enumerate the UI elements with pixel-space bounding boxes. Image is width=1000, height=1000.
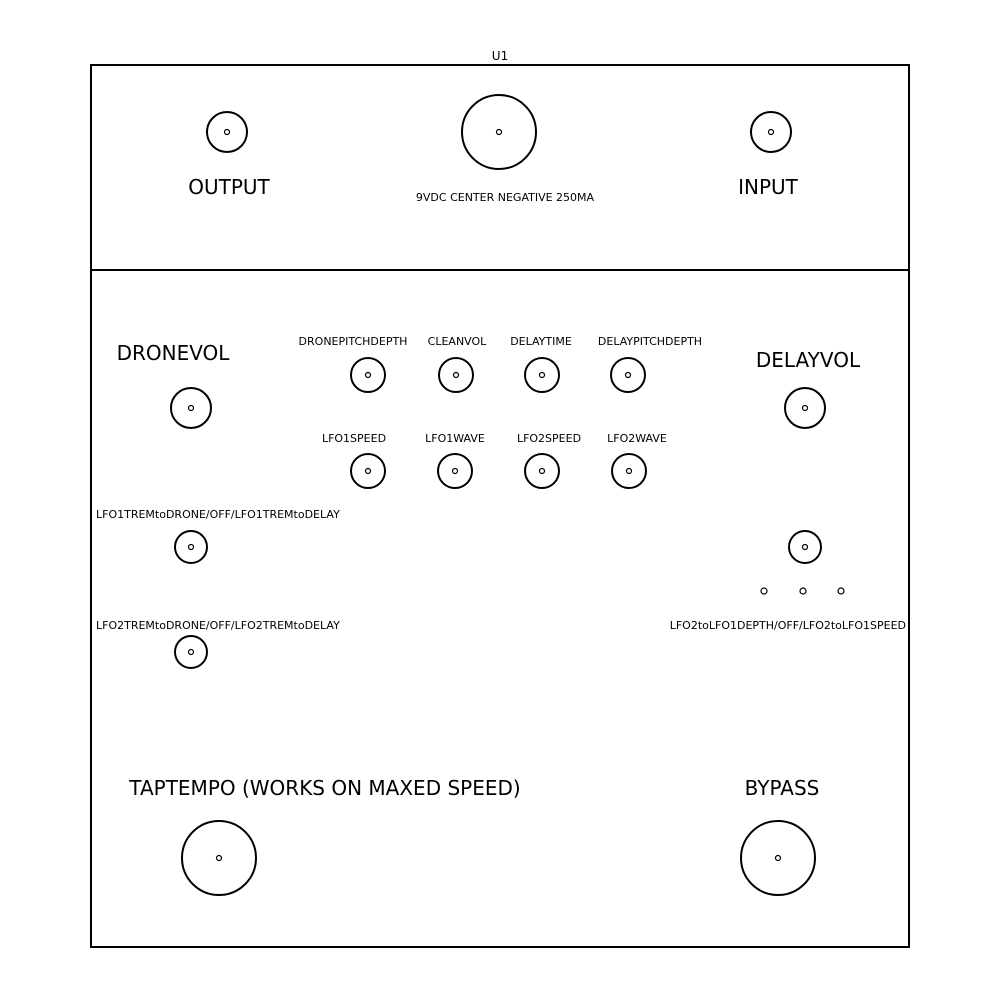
delaypitchdepth-knob [610, 357, 646, 393]
tap-tempo-label: TAPTEMPO (WORKS ON MAXED SPEED) [128, 776, 520, 800]
bypass-footswitch [740, 820, 816, 896]
lfo1speed-knob [350, 453, 386, 489]
lfo1wave-knob [437, 453, 473, 489]
knob-label-lfo1wave: LFO1WAVE [425, 432, 485, 445]
cleanvol-knob [438, 357, 474, 393]
drone-vol-knob [170, 387, 212, 429]
switch-1 [174, 530, 208, 564]
switch-2 [174, 635, 208, 669]
power-jack [461, 94, 537, 170]
knob-label-lfo2wave: LFO2WAVE [607, 432, 667, 445]
output-label: OUTPUT [188, 175, 270, 199]
knob-label-lfo2speed: LFO2SPEED [517, 432, 581, 445]
component-ref: U1 [492, 49, 508, 63]
switch-3-label: LFO2toLFO1DEPTH/OFF/LFO2toLFO1SPEED [670, 619, 906, 632]
dronepitchdepth-knob [350, 357, 386, 393]
switch-3 [788, 530, 822, 564]
enclosure-outline [90, 64, 910, 948]
input-label: INPUT [738, 175, 799, 199]
knob-label-dronepitchdepth: DRONEPITCHDEPTH [299, 335, 408, 348]
switch-2-label: LFO2TREMtoDRONE/OFF/LFO2TREMtoDELAY [96, 619, 340, 632]
drone-vol-label: DRONEVOL [117, 341, 231, 365]
tap-tempo-footswitch [181, 820, 257, 896]
output-jack [206, 111, 248, 153]
knob-label-delaytime: DELAYTIME [510, 335, 572, 348]
knob-label-delaypitchdepth: DELAYPITCHDEPTH [598, 335, 702, 348]
power-label: 9VDC CENTER NEGATIVE 250MA [416, 191, 595, 204]
input-jack [750, 111, 792, 153]
bypass-label: BYPASS [745, 776, 820, 800]
knob-label-lfo1speed: LFO1SPEED [322, 432, 386, 445]
knob-label-cleanvol: CLEANVOL [428, 335, 488, 348]
switch-1-label: LFO1TREMtoDRONE/OFF/LFO1TREMtoDELAY [96, 508, 340, 521]
delaytime-knob [524, 357, 560, 393]
delay-vol-label: DELAYVOL [756, 348, 861, 372]
switch-3-mount-holes [760, 587, 845, 595]
lfo2wave-knob [611, 453, 647, 489]
delay-vol-knob [784, 387, 826, 429]
lfo2speed-knob [524, 453, 560, 489]
